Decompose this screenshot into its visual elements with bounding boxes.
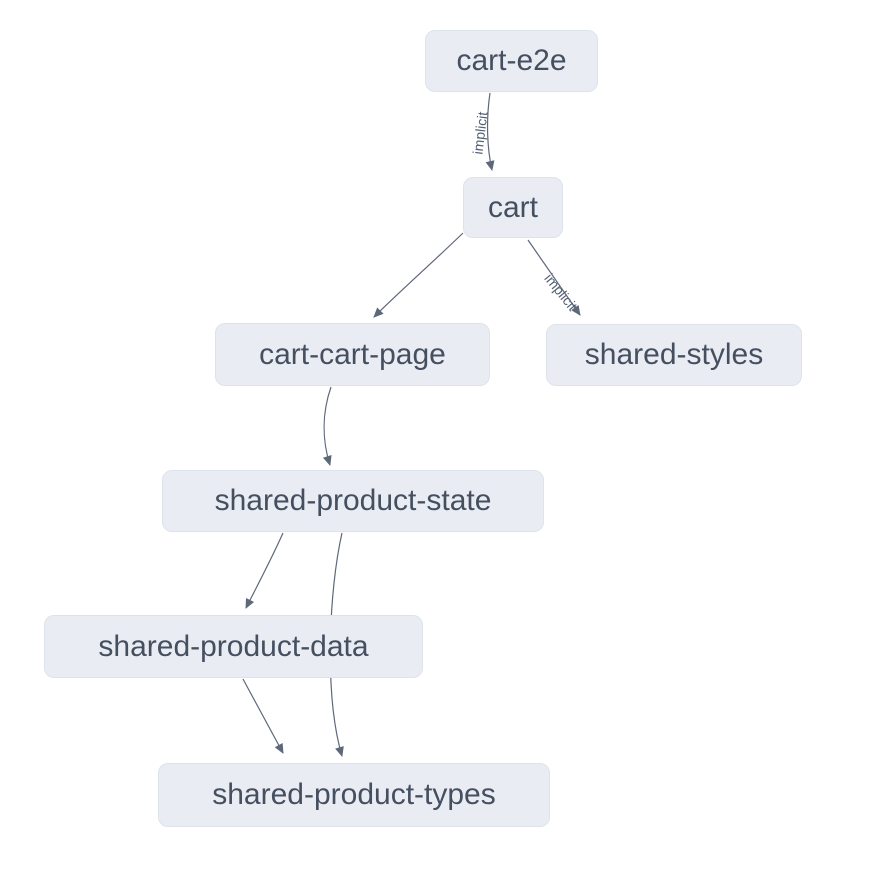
edge-shared-product-state-to-shared-product-data[interactable] [245,532,284,609]
node-cart[interactable]: cart [463,177,563,238]
node-shared-product-state[interactable]: shared-product-state [162,470,544,532]
edge-cart-to-shared-styles[interactable] [527,239,581,316]
node-shared-product-types[interactable]: shared-product-types [158,763,550,827]
node-shared-styles[interactable]: shared-styles [546,324,802,386]
edge-cart-e2e-to-cart[interactable] [485,92,495,171]
node-cart-e2e[interactable]: cart-e2e [425,30,598,92]
edge-cart-cart-page-to-shared-product-state[interactable] [322,386,332,466]
edge-cart-to-cart-cart-page[interactable] [373,232,464,318]
node-cart-cart-page[interactable]: cart-cart-page [215,323,490,386]
node-shared-product-data[interactable]: shared-product-data [44,615,423,678]
edge-shared-product-data-to-shared-product-types[interactable] [242,678,284,754]
